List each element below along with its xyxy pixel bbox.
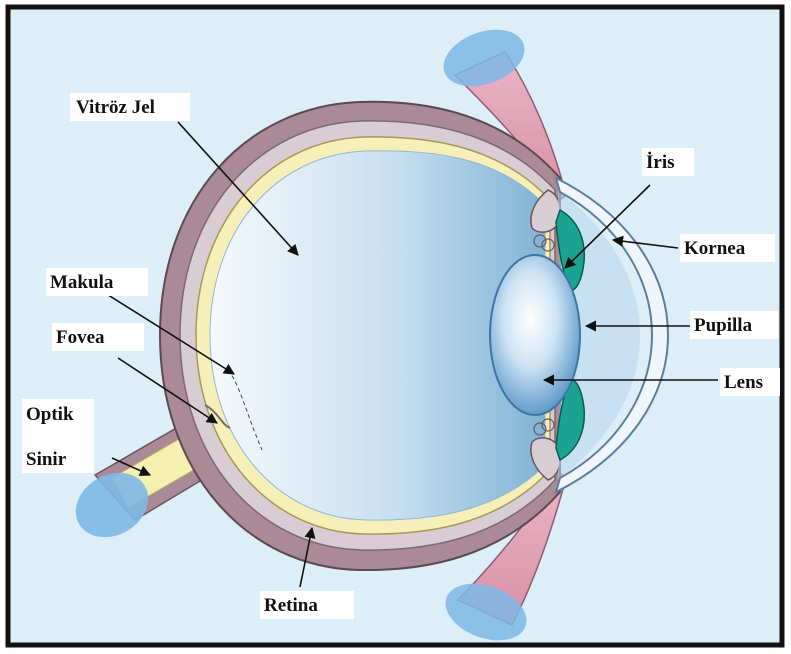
label-fovea: Fovea — [56, 327, 105, 348]
label-vitreous: Vitröz Jel — [76, 97, 155, 118]
label-pupil: Pupilla — [694, 315, 753, 336]
label-iris: İris — [646, 152, 675, 173]
label-optic-line2: Sinir — [26, 449, 67, 470]
label-lens: Lens — [724, 372, 763, 393]
label-optic-line1: Optik — [26, 404, 74, 425]
label-retina: Retina — [264, 595, 318, 616]
lens-shape — [490, 255, 580, 415]
label-macula: Makula — [50, 272, 114, 293]
label-cornea: Kornea — [684, 238, 746, 259]
